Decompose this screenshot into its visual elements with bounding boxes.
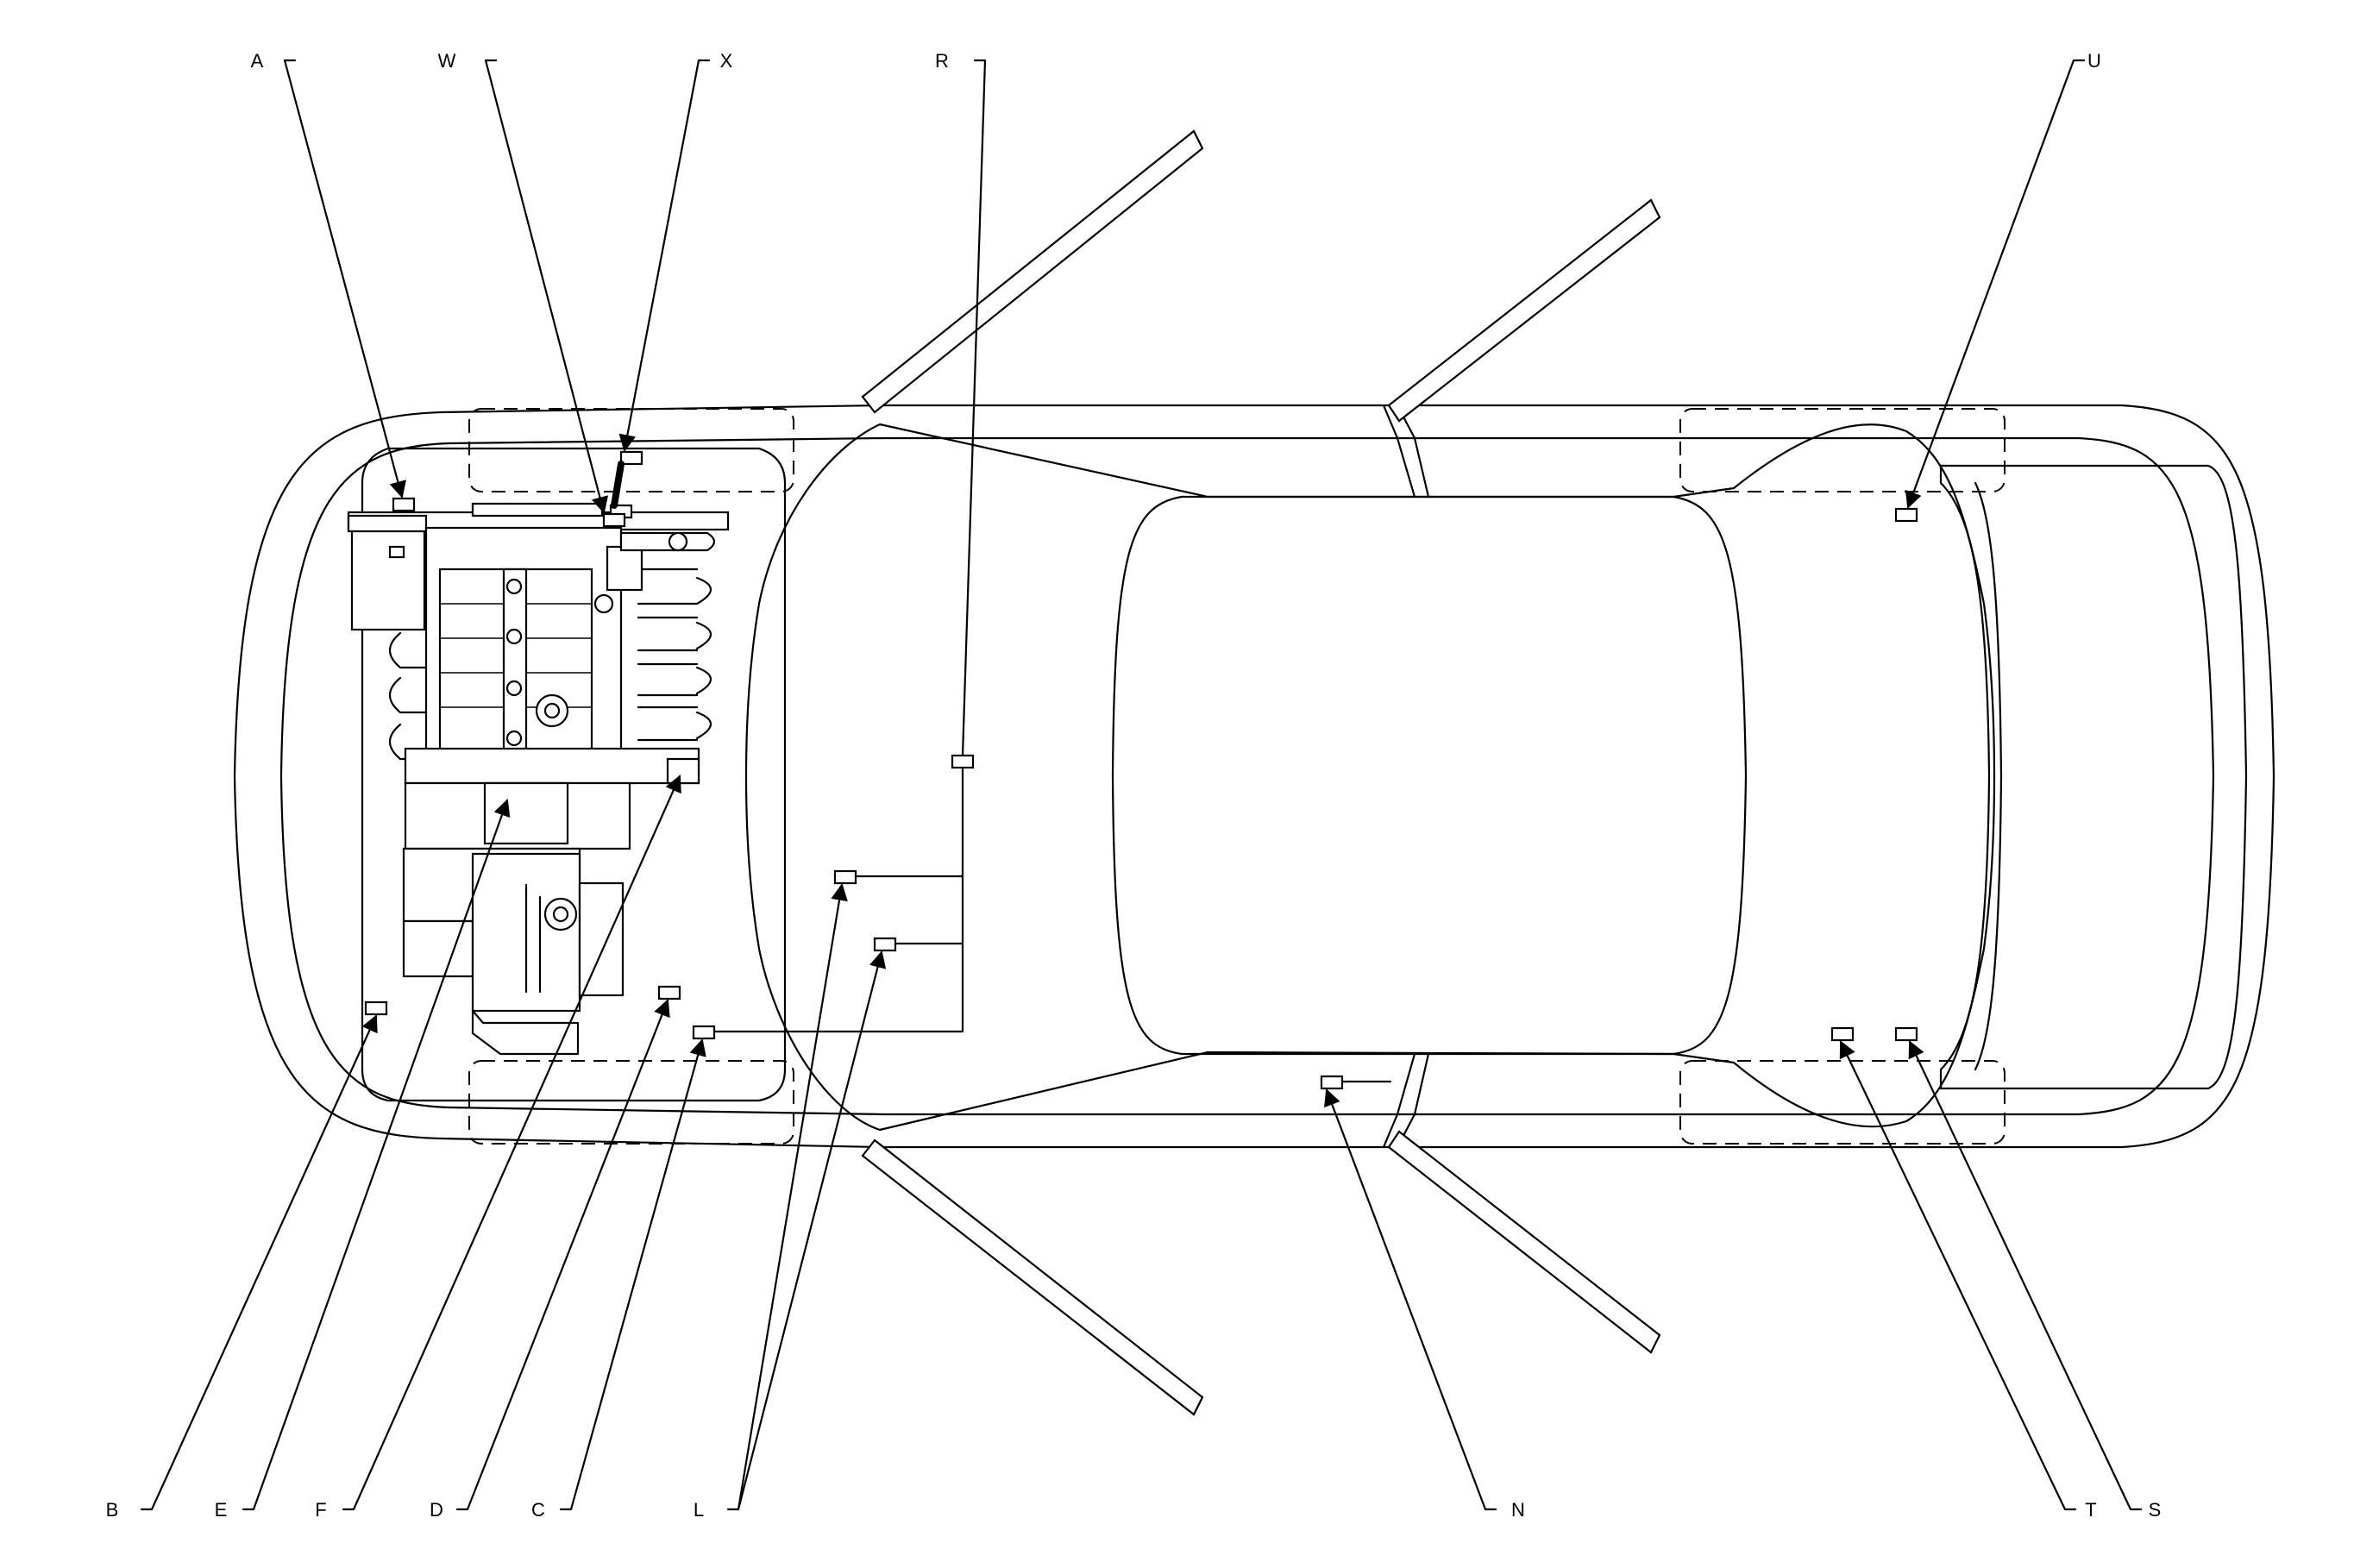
connector-b	[364, 1000, 388, 1016]
cabin-tub	[744, 423, 1996, 1132]
roof-panel	[1111, 495, 1748, 1056]
callout-labels-top: A W X R U	[251, 50, 2101, 72]
open-doors	[861, 129, 1661, 1416]
callout-label-f: F	[315, 1499, 326, 1521]
car-body-outline	[233, 404, 2275, 1149]
connector-s	[1894, 1026, 1918, 1042]
callout-label-t: T	[2085, 1499, 2096, 1521]
callout-label-r: R	[935, 50, 949, 72]
callout-label-w: W	[438, 50, 456, 72]
callout-label-u: U	[2087, 50, 2101, 72]
connector-t	[1830, 1026, 1855, 1042]
component-connectors	[364, 450, 1918, 1090]
callout-label-e: E	[215, 1499, 228, 1521]
connector-c	[692, 1025, 716, 1040]
connector-a	[392, 497, 416, 512]
callout-label-x: X	[720, 50, 733, 72]
engine-assembly	[347, 502, 730, 1056]
callout-labels-bottom: B E F D C L N T S	[106, 1499, 2162, 1521]
callout-label-d: D	[430, 1499, 443, 1521]
connector-u	[1894, 507, 1918, 523]
connector-w	[602, 512, 626, 528]
engine-bay-outline	[361, 447, 787, 1102]
callout-label-b: B	[106, 1499, 119, 1521]
callout-label-s: S	[2149, 1499, 2162, 1521]
connector-d	[657, 985, 681, 1000]
connector-n	[1320, 1075, 1344, 1090]
wheel-wells	[468, 408, 2006, 1145]
connector-l-lower	[873, 937, 897, 952]
callout-label-l: L	[694, 1499, 704, 1521]
connector-r	[951, 754, 975, 769]
trunk-lid	[1939, 464, 2248, 1090]
callout-label-c: C	[531, 1499, 545, 1521]
connector-x-top	[619, 450, 643, 466]
callout-leaders	[140, 59, 2143, 1511]
connector-l-upper	[833, 869, 857, 885]
callout-label-n: N	[1511, 1499, 1525, 1521]
callout-label-a: A	[251, 50, 264, 72]
